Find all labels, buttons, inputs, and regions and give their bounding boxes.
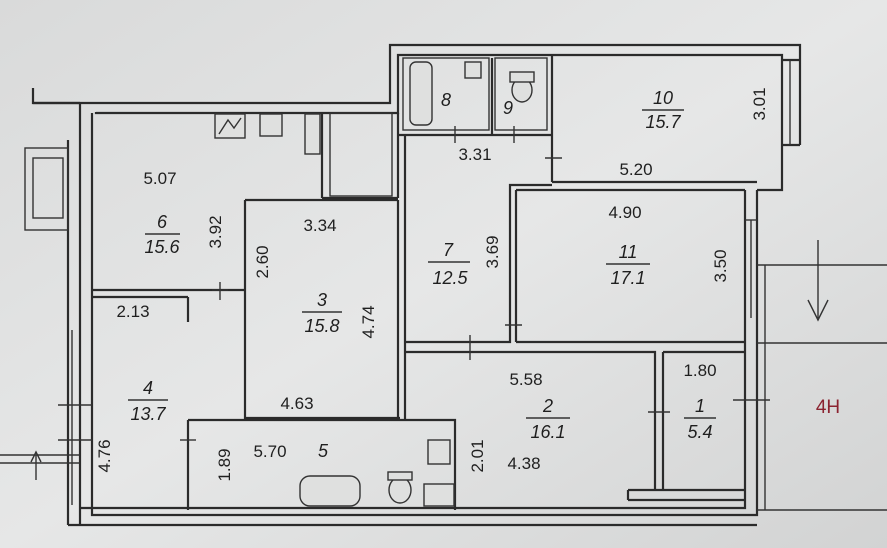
room-9-number: 9 (503, 98, 513, 118)
dim-6-width: 5.07 (143, 169, 176, 188)
toilet-tank-fixture (509, 71, 535, 83)
room-11-number: 11 (619, 242, 638, 262)
dim-11-height: 3.50 (711, 249, 730, 282)
room-6-area: 15.6 (144, 237, 180, 257)
dim-5-height: 1.89 (215, 448, 234, 481)
bathtub-fixture-5 (299, 475, 361, 507)
dim-2-width: 5.58 (509, 370, 542, 389)
dim-7-height: 3.69 (483, 235, 502, 268)
outer-walls (0, 43, 887, 527)
fixtures (214, 61, 535, 507)
room-1-area: 5.4 (687, 422, 712, 442)
room-2-number: 2 (542, 396, 553, 416)
dim-5-width: 5.70 (253, 442, 286, 461)
dim-10-width: 5.20 (619, 160, 652, 179)
room-10-number: 10 (653, 88, 673, 108)
dim-3-width-top: 3.34 (303, 216, 336, 235)
dim-2-height: 2.01 (468, 439, 487, 472)
washbasin-fixture (464, 61, 482, 79)
room-3-number: 3 (317, 290, 327, 310)
room-1-number: 1 (695, 396, 705, 416)
toilet-tank-fixture-5 (387, 471, 413, 481)
room-7-area: 12.5 (432, 268, 468, 288)
dim-1-width: 1.80 (683, 361, 716, 380)
room-4-number: 4 (143, 378, 153, 398)
sink-fixture (259, 113, 283, 137)
dim-3-height: 4.74 (359, 305, 378, 338)
unit-label: 4Н (816, 397, 840, 418)
internal-walls (58, 55, 791, 510)
door-marks (180, 126, 770, 441)
dim-11-width: 4.90 (608, 203, 641, 222)
room-8-number: 8 (441, 90, 451, 110)
dim-4-width: 2.13 (116, 302, 149, 321)
room-10-area: 15.7 (645, 112, 681, 132)
room-11-area: 17.1 (610, 268, 645, 288)
room-7-number: 7 (443, 240, 454, 260)
stove-fixture (214, 113, 246, 139)
dim-6-height: 3.92 (206, 215, 225, 248)
room-labels: 6 15.6 3 15.8 4 13.7 5 7 12.5 8 9 10 15.… (128, 88, 840, 461)
washbasin-fixture-5 (427, 439, 451, 465)
room-5-number: 5 (318, 441, 329, 461)
room-6-number: 6 (157, 212, 168, 232)
room-3-area: 15.8 (304, 316, 339, 336)
dim-10-height: 3.01 (750, 87, 769, 120)
room-4-area: 13.7 (130, 404, 166, 424)
dim-3-side: 2.60 (253, 245, 272, 278)
fridge-fixture (304, 113, 321, 155)
dim-4-height: 4.76 (95, 439, 114, 472)
room-2-area: 16.1 (530, 422, 565, 442)
dim-3-width-bottom: 4.63 (280, 394, 313, 413)
shower-fixture (423, 483, 455, 507)
dim-7-width: 3.31 (458, 145, 491, 164)
toilet-fixture-5 (388, 476, 412, 504)
dim-2-width-bottom: 4.38 (507, 454, 540, 473)
bathtub-fixture (409, 61, 433, 126)
dimension-labels: 5.07 3.92 3.34 2.60 4.74 2.13 4.76 4.63 … (95, 87, 769, 481)
